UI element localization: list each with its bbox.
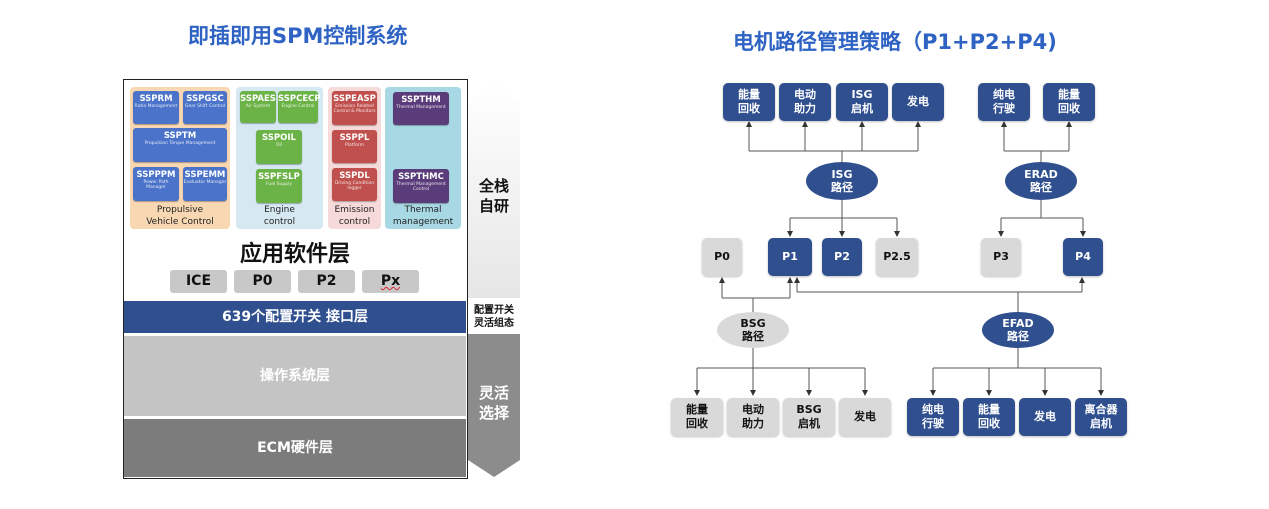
efad-func-ev-drive: 纯电 行驶 (907, 398, 959, 436)
position-p0: P0 (702, 238, 742, 276)
position-p1: P1 (768, 238, 812, 276)
isg-func-isg-start: ISG 启机 (836, 83, 888, 121)
hardware-layer: ECM硬件层 (124, 419, 466, 477)
right-title: 电机路径管理策略（P1+P2+P4) (733, 30, 1057, 54)
efad-func-energy-recovery: 能量 回收 (963, 398, 1015, 436)
isg-func-generation: 发电 (892, 83, 944, 121)
emission-caption: Emission control (334, 205, 375, 227)
isg-path-node: ISG 路径 (806, 162, 878, 200)
efad-path-node: EFAD 路径 (982, 312, 1054, 348)
os-layer: 操作系统层 (124, 336, 466, 416)
app-layer-label: 应用软件层 (240, 242, 351, 267)
pill-p2: P2 (298, 270, 355, 293)
engine-caption: Engine control (263, 205, 296, 227)
erad-path-node: ERAD 路径 (1005, 162, 1077, 200)
isg-func-energy-recovery: 能量 回收 (723, 83, 775, 121)
side-arrow-band (468, 82, 520, 477)
propulsive-caption: Propulsive Vehicle Control (146, 205, 214, 227)
pill-px: Px (362, 270, 419, 293)
position-p4: P4 (1063, 238, 1103, 276)
bsg-func-bsg-start: BSG 启机 (783, 398, 835, 436)
position-p2-5: P2.5 (876, 238, 918, 276)
bsg-func-generation: 发电 (839, 398, 891, 436)
interface-layer: 639个配置开关 接口层 (124, 301, 466, 333)
erad-func-ev-drive: 纯电 行驶 (978, 83, 1030, 121)
full-stack-label: 全栈 自研 (478, 177, 509, 215)
config-label: 配置开关 灵活组态 (474, 305, 514, 329)
bsg-func-power-assist: 电动 助力 (727, 398, 779, 436)
efad-func-clutch-start: 离合器 启机 (1075, 398, 1127, 436)
left-title: 即插即用SPM控制系统 (188, 24, 408, 48)
efad-func-generation: 发电 (1019, 398, 1071, 436)
bsg-func-energy-recovery: 能量 回收 (671, 398, 723, 436)
pill-ice: ICE (170, 270, 227, 293)
isg-func-power-assist: 电动 助力 (779, 83, 831, 121)
position-p2: P2 (822, 238, 862, 276)
flexible-label: 灵活 选择 (478, 384, 509, 422)
position-p3: P3 (981, 238, 1021, 276)
erad-func-energy-recovery: 能量 回收 (1043, 83, 1095, 121)
pill-p0: P0 (234, 270, 291, 293)
bsg-path-node: BSG 路径 (717, 312, 789, 348)
thermal-caption: Thermal management (392, 205, 454, 227)
